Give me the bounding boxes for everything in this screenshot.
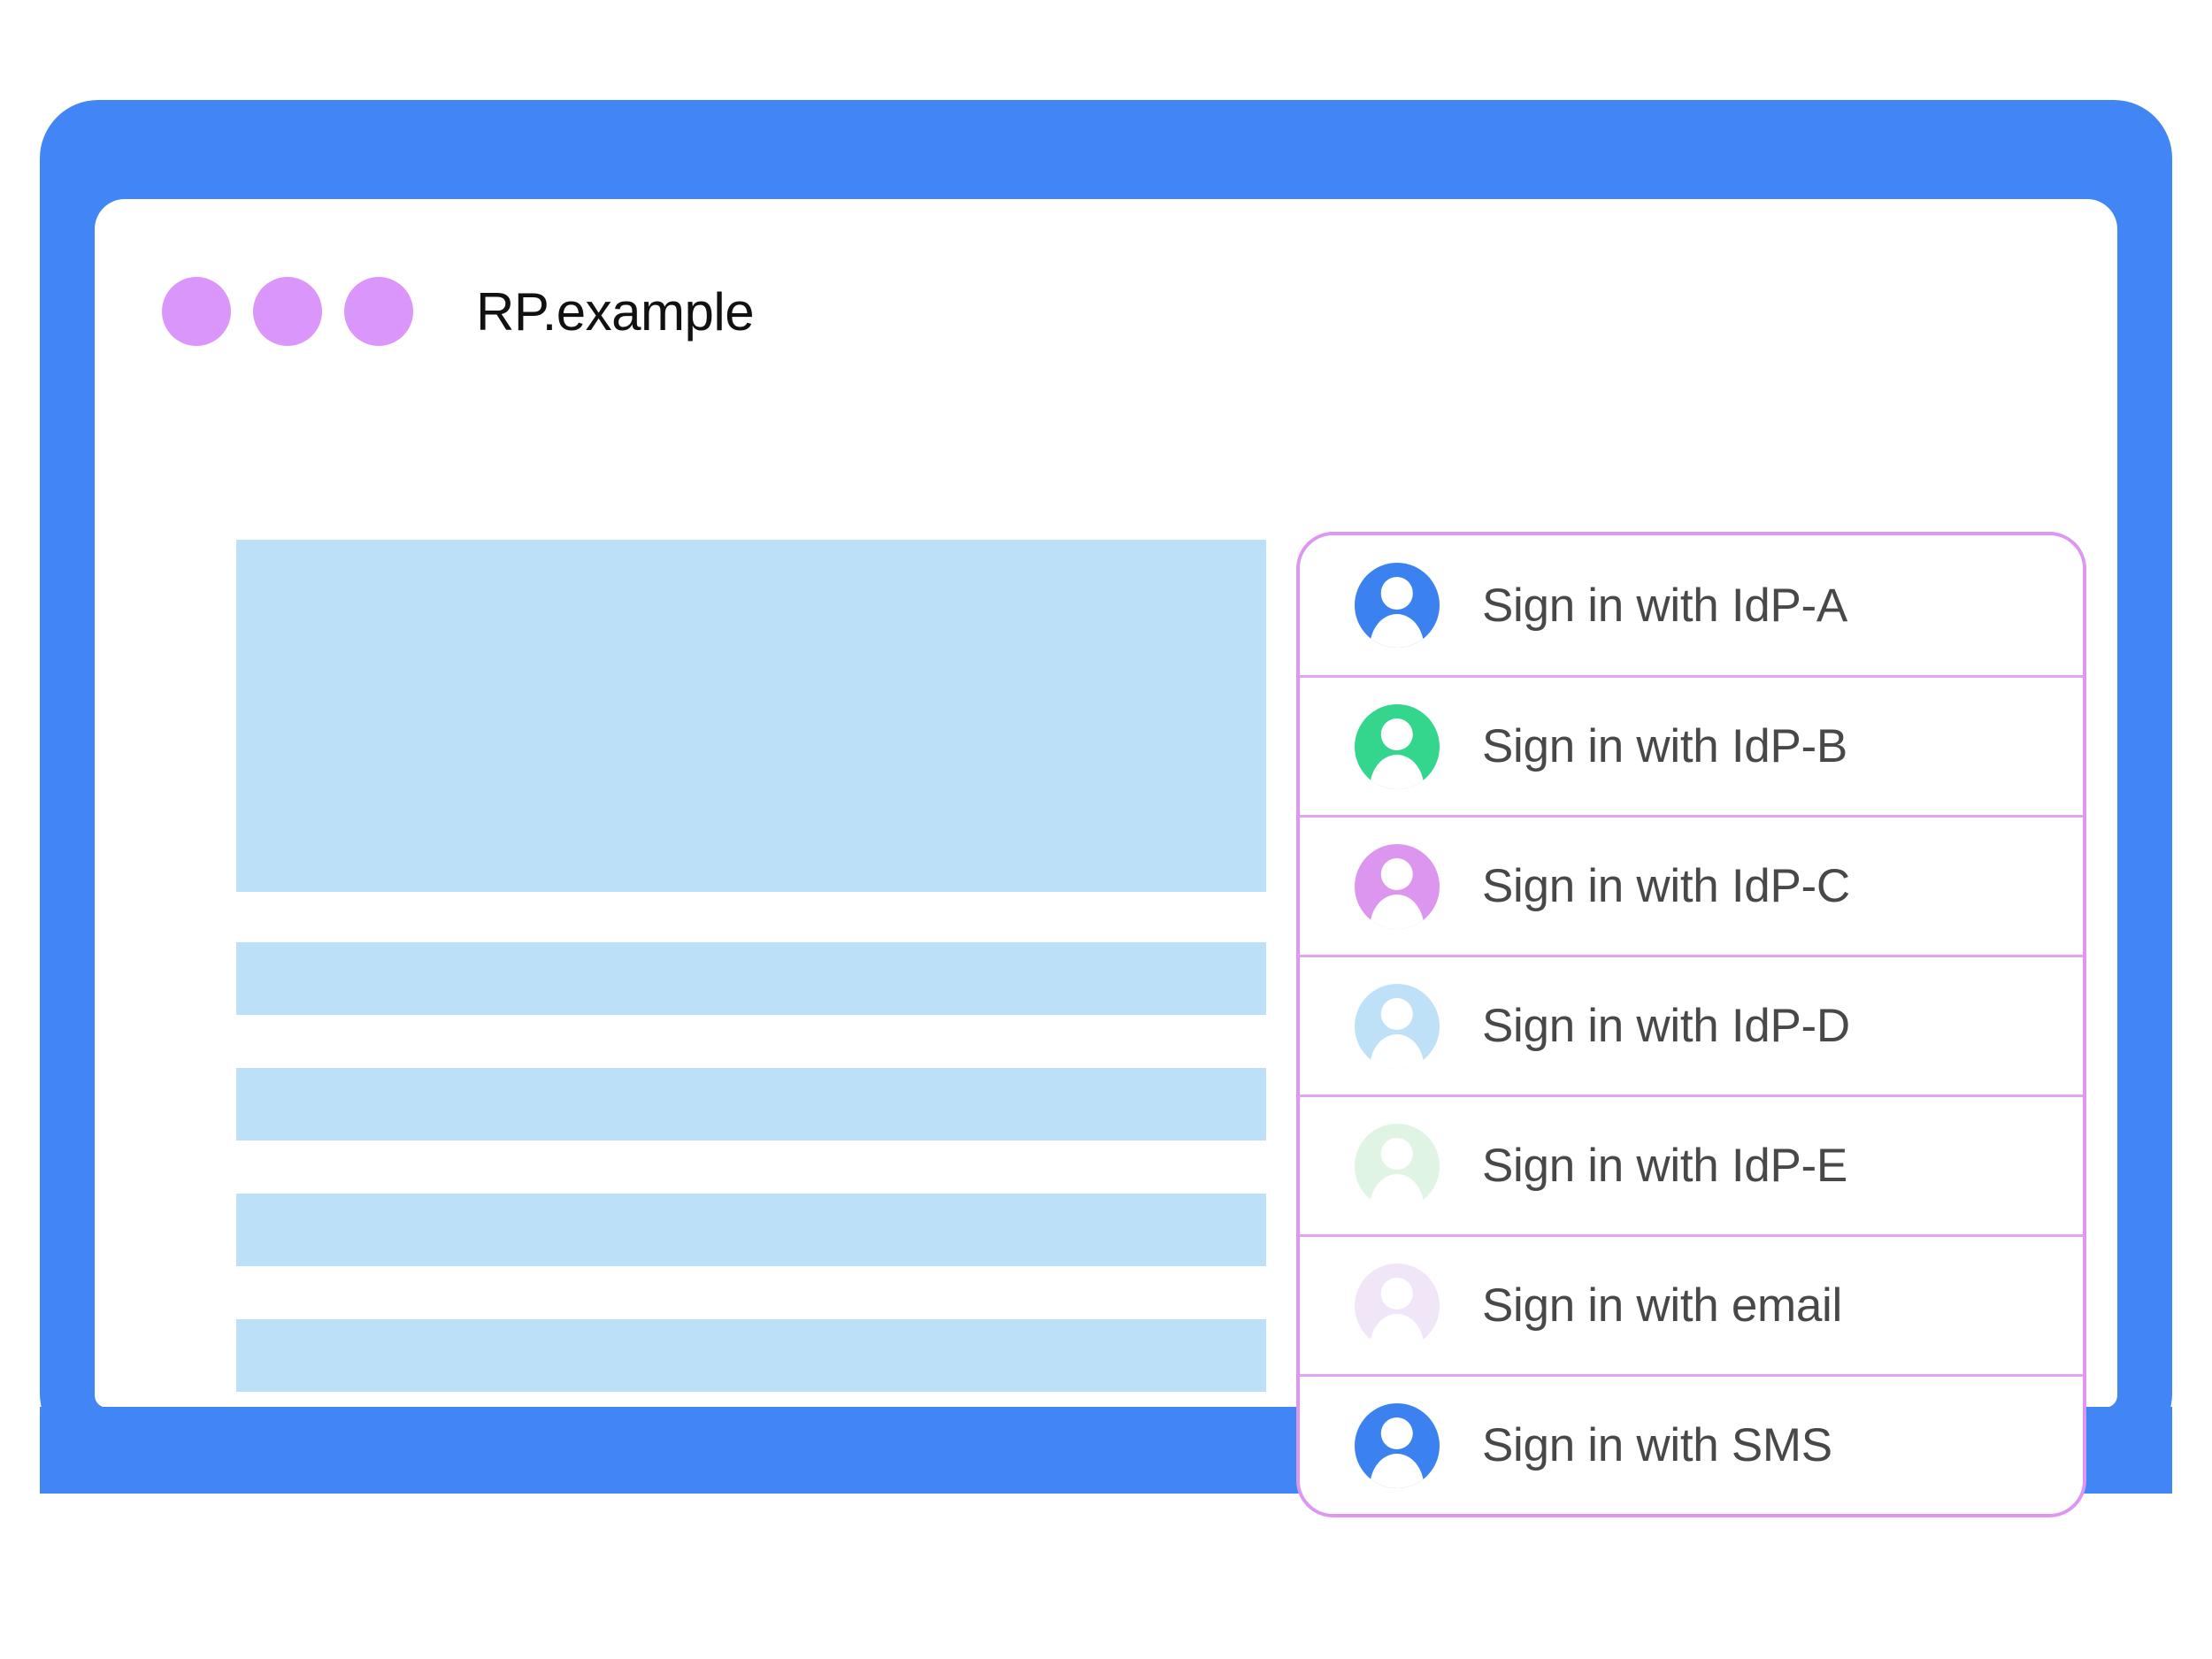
- signin-option-row[interactable]: Sign in with IdP-C: [1300, 815, 2083, 955]
- line-placeholder-3: [236, 1194, 1266, 1266]
- avatar-shoulders: [1370, 1314, 1425, 1348]
- signin-option-label: Sign in with IdP-C: [1482, 860, 1850, 912]
- signin-account-chooser-panel: Sign in with IdP-A Sign in with IdP-B Sign…: [1296, 532, 2086, 1517]
- account-avatar-icon: [1355, 983, 1440, 1069]
- titlebar-dot-1[interactable]: [162, 277, 231, 346]
- hero-placeholder: [236, 540, 1266, 892]
- avatar-head: [1380, 1277, 1414, 1310]
- line-placeholder-2: [236, 1068, 1266, 1141]
- signin-option-label: Sign in with IdP-E: [1482, 1140, 1847, 1192]
- titlebar-dot-2[interactable]: [253, 277, 322, 346]
- signin-option-row[interactable]: Sign in with IdP-D: [1300, 955, 2083, 1094]
- account-avatar-icon: [1355, 1263, 1440, 1348]
- avatar-head: [1380, 577, 1414, 610]
- signin-option-label: Sign in with IdP-B: [1482, 720, 1847, 772]
- avatar-head: [1380, 997, 1414, 1031]
- signin-option-label: Sign in with email: [1482, 1279, 1843, 1332]
- signin-option-row[interactable]: Sign in with IdP-A: [1300, 535, 2083, 675]
- avatar-shoulders: [1370, 613, 1425, 648]
- account-avatar-icon: [1355, 1402, 1440, 1488]
- avatar-shoulders: [1370, 1034, 1425, 1069]
- signin-option-label: Sign in with SMS: [1482, 1419, 1832, 1471]
- avatar-shoulders: [1370, 895, 1425, 929]
- avatar-shoulders: [1370, 1174, 1425, 1209]
- avatar-head: [1380, 1417, 1414, 1450]
- avatar-head: [1380, 718, 1414, 751]
- signin-option-label: Sign in with IdP-A: [1482, 579, 1847, 632]
- avatar-shoulders: [1370, 1454, 1425, 1488]
- titlebar-dot-3[interactable]: [344, 277, 413, 346]
- signin-option-row[interactable]: Sign in with email: [1300, 1234, 2083, 1374]
- account-avatar-icon: [1355, 563, 1440, 648]
- line-placeholder-1: [236, 942, 1266, 1015]
- account-avatar-icon: [1355, 1123, 1440, 1209]
- signin-option-row[interactable]: Sign in with SMS: [1300, 1374, 2083, 1514]
- account-avatar-icon: [1355, 843, 1440, 929]
- line-placeholder-4: [236, 1319, 1266, 1392]
- signin-option-label: Sign in with IdP-D: [1482, 1000, 1850, 1052]
- account-avatar-icon: [1355, 703, 1440, 789]
- browser-titlebar: RP.example: [162, 272, 755, 351]
- signin-option-row[interactable]: Sign in with IdP-B: [1300, 675, 2083, 815]
- page-title: RP.example: [476, 281, 755, 342]
- avatar-head: [1380, 857, 1414, 891]
- avatar-head: [1380, 1137, 1414, 1171]
- signin-option-row[interactable]: Sign in with IdP-E: [1300, 1094, 2083, 1234]
- avatar-shoulders: [1370, 755, 1425, 789]
